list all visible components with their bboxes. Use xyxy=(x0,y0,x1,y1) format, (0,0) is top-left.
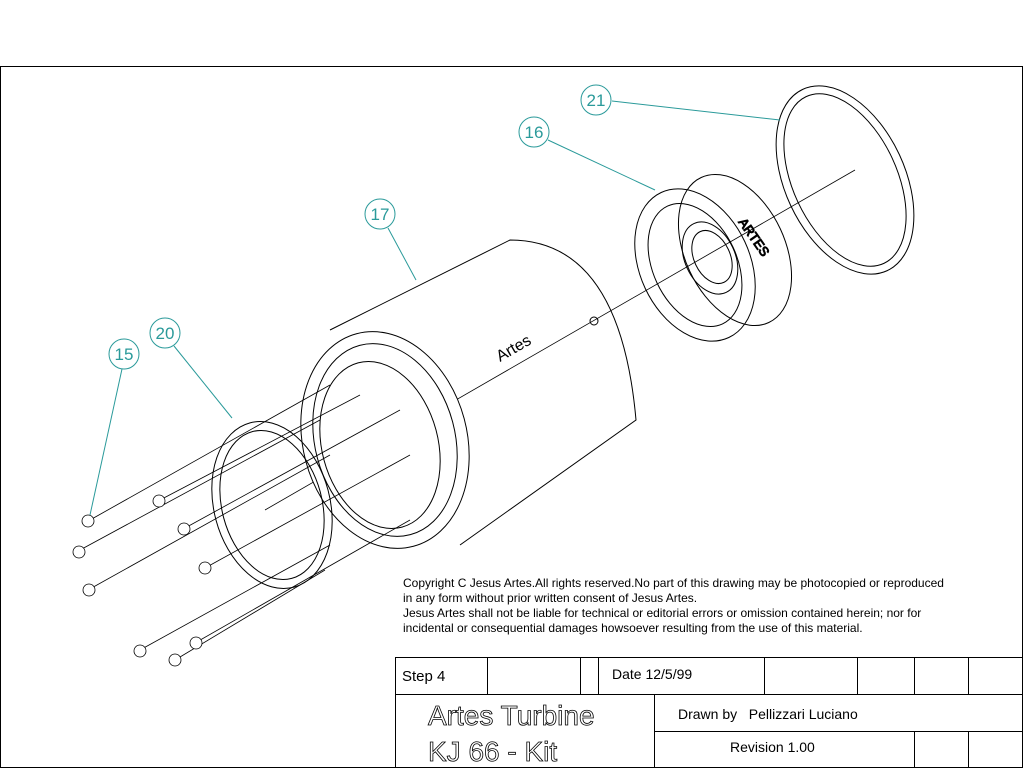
callout-20: 20 xyxy=(149,317,233,419)
svg-text:incidental or consequential da: incidental or consequential damages hows… xyxy=(403,621,863,635)
gasket-ring-20 xyxy=(211,421,333,589)
drawn-by-label: Drawn by Pellizzari Luciano xyxy=(678,706,858,722)
svg-text:15: 15 xyxy=(115,345,134,364)
svg-text:17: 17 xyxy=(371,205,390,224)
drawing-frame xyxy=(0,66,1023,768)
date-label: Date 12/5/99 xyxy=(612,666,692,682)
svg-text:Copyright C Jesus Artes.All ri: Copyright C Jesus Artes.All rights reser… xyxy=(403,576,944,590)
callout-15: 15 xyxy=(89,338,140,516)
step-label: Step 4 xyxy=(402,668,445,685)
drawing-title: Artes Turbine xyxy=(428,700,595,731)
svg-text:16: 16 xyxy=(525,123,544,142)
copyright-notice: Copyright C Jesus Artes.All rights reser… xyxy=(403,576,944,635)
cylinder-label: Artes xyxy=(494,332,535,365)
svg-text:20: 20 xyxy=(156,324,175,343)
svg-text:Jesus Artes shall not be liabl: Jesus Artes shall not be liable for tech… xyxy=(403,606,921,620)
callout-17: 17 xyxy=(364,198,417,281)
cylinder-17: Artes xyxy=(300,239,637,549)
drawing-subtitle: KJ 66 - Kit xyxy=(428,736,557,767)
callout-16: 16 xyxy=(518,116,656,191)
revision-label: Revision 1.00 xyxy=(730,739,815,755)
screws-15 xyxy=(72,384,411,667)
svg-text:21: 21 xyxy=(587,91,606,110)
callout-21: 21 xyxy=(580,84,781,121)
svg-text:in any form without prior writ: in any form without prior written consen… xyxy=(403,591,697,605)
turbine-label: ARTES xyxy=(736,215,773,259)
gasket-ring-21 xyxy=(775,85,915,275)
